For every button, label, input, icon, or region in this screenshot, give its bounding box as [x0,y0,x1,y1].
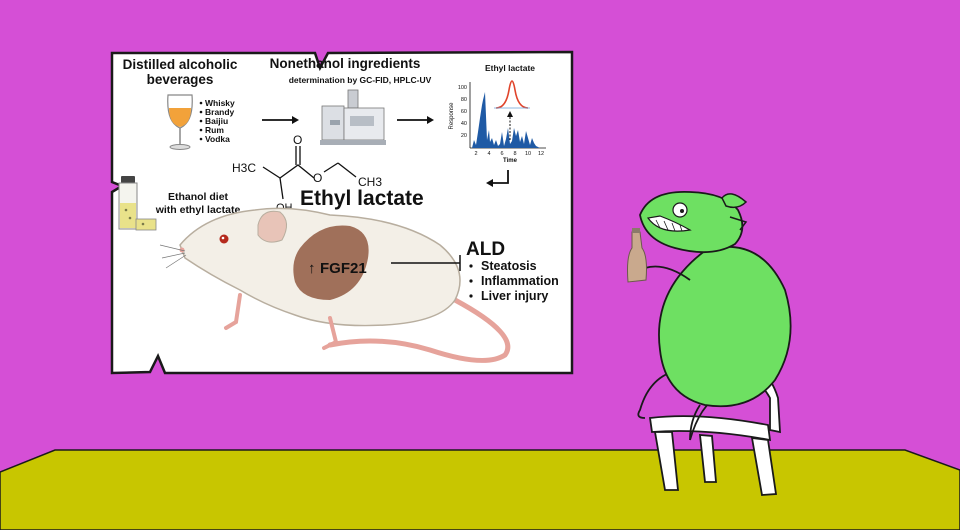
chromatogram-title: Ethyl lactate [485,63,535,73]
creature-head [639,191,744,254]
return-arrow-icon [486,170,509,187]
x-tick-label: 10 [525,151,531,157]
ald-list: Steatosis Inflammation Liver injury [469,259,559,303]
fgf21-label: FGF21 [320,260,367,277]
creature-mouth [646,215,692,232]
rat-illustration: ↑ FGF21 [159,207,511,363]
arrow-right-icon [262,116,299,124]
diet-line1: Ethanol diet [168,191,229,203]
x-tick-label: 8 [513,151,516,157]
beverage-item: Brandy [205,107,235,117]
chromatogram-peaks [472,92,540,148]
wine-glass-icon [167,94,193,150]
rat-front-leg [224,293,242,330]
chromatogram-xlabel: Time [503,158,518,164]
ethyl-lactate-gaussian [495,80,529,109]
chromatogram: Ethyl lactate Response 100 80 60 40 20 2… [449,63,546,164]
rat-eye [219,234,229,244]
gc-instrument-icon [320,89,386,145]
ald-item: Liver injury [481,289,548,303]
poster: Distilled alcoholic beverages Whisky Bra… [110,50,574,375]
y-tick-label: 20 [461,133,467,139]
y-tick-label: 40 [461,121,467,127]
beverages-title-line1: Distilled alcoholic [123,57,238,72]
creature-body [658,245,792,408]
compound-name: Ethyl lactate [300,187,424,210]
chair [648,360,781,496]
molecule-ch3-left: H3C [232,161,256,175]
bottle-icon [627,228,647,283]
creature-tail [689,404,701,441]
creature-eye [672,202,688,218]
ingredients-title: Nonethanol ingredients [270,56,421,71]
vial-icon [118,176,157,231]
y-tick-label: 80 [461,97,467,103]
molecule-carbonyl-o: O [293,133,302,147]
ald-item: Steatosis [481,259,537,273]
creature-leg [637,369,681,419]
rat-liver [293,225,369,300]
rat-ear [257,210,287,243]
rat-tail [327,297,511,363]
molecule-ester-o: O [313,171,322,185]
ald-item: Inflammation [481,274,559,288]
beverage-item: Whisky [205,98,235,108]
y-tick-label: 100 [458,85,467,91]
arrow-right-icon [397,116,434,124]
x-tick-label: 4 [487,151,490,157]
rat-hind-leg [322,316,339,350]
y-tick-label: 60 [461,109,467,115]
beverage-item: Rum [205,125,224,135]
beverage-list: Whisky Brandy Baijiu Rum Vodka [199,98,235,144]
ald-title: ALD [466,239,505,260]
beverages-title-line2: beverages [147,72,214,87]
creature-arm [644,265,691,281]
molecule-ch3-right: CH3 [358,175,382,189]
diet-line2: with ethyl lactate [155,204,241,216]
fgf21-arrow-up-icon: ↑ [308,260,316,277]
floor [0,449,960,530]
inhibition-arrow-icon [391,255,461,271]
x-tick-label: 2 [474,151,477,157]
creature-ear [721,193,748,209]
x-tick-label: 6 [500,151,503,157]
cartoon-creature [627,191,792,496]
beverage-item: Baijiu [205,116,228,126]
beverage-item: Vodka [205,134,230,144]
chromatogram-ylabel: Response [449,102,455,130]
x-tick-label: 12 [538,151,544,157]
determination-text: determination by GC-FID, HPLC-UV [289,75,432,85]
